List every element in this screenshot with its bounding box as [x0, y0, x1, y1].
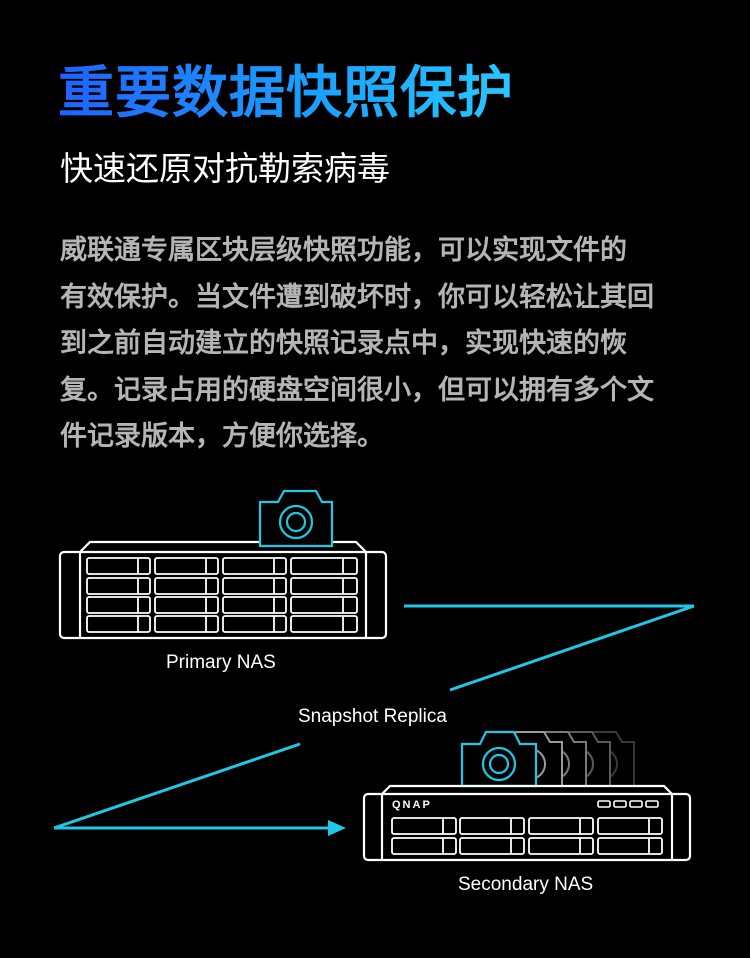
- primary-nas-label: Primary NAS: [166, 652, 276, 673]
- page-title: 重要数据快照保护: [58, 58, 514, 130]
- secondary-nas-icon: [362, 784, 692, 862]
- secondary-nas-label: Secondary NAS: [458, 874, 594, 895]
- snapshot-replica-label: Snapshot Replica: [298, 706, 447, 727]
- brand-logo: QNAP: [392, 799, 432, 811]
- primary-nas-icon: [58, 540, 388, 640]
- arrow-head-icon: [328, 820, 346, 836]
- replication-arrow-icon: [53, 604, 695, 830]
- description-line: 有效保护。当文件遭到破坏时，你可以轻松让其回: [60, 281, 654, 313]
- page-subtitle: 快速还原对抗勒索病毒: [60, 149, 390, 188]
- description-line: 件记录版本，方便你选择。: [60, 421, 384, 452]
- description-line: 威联通专属区块层级快照功能，可以实现文件的: [60, 235, 627, 266]
- snapshot-replica-diagram: QNAP: [53, 489, 695, 862]
- description-line: 复。记录占用的硬盘空间很小，但可以拥有多个文: [60, 374, 654, 406]
- description-line: 到之前自动建立的快照记录点中，实现快速的恢: [60, 328, 627, 359]
- description: 威联通专属区块层级快照功能，可以实现文件的 有效保护。当文件遭到破坏时，你可以轻…: [60, 228, 700, 461]
- camera-icon: [258, 489, 334, 548]
